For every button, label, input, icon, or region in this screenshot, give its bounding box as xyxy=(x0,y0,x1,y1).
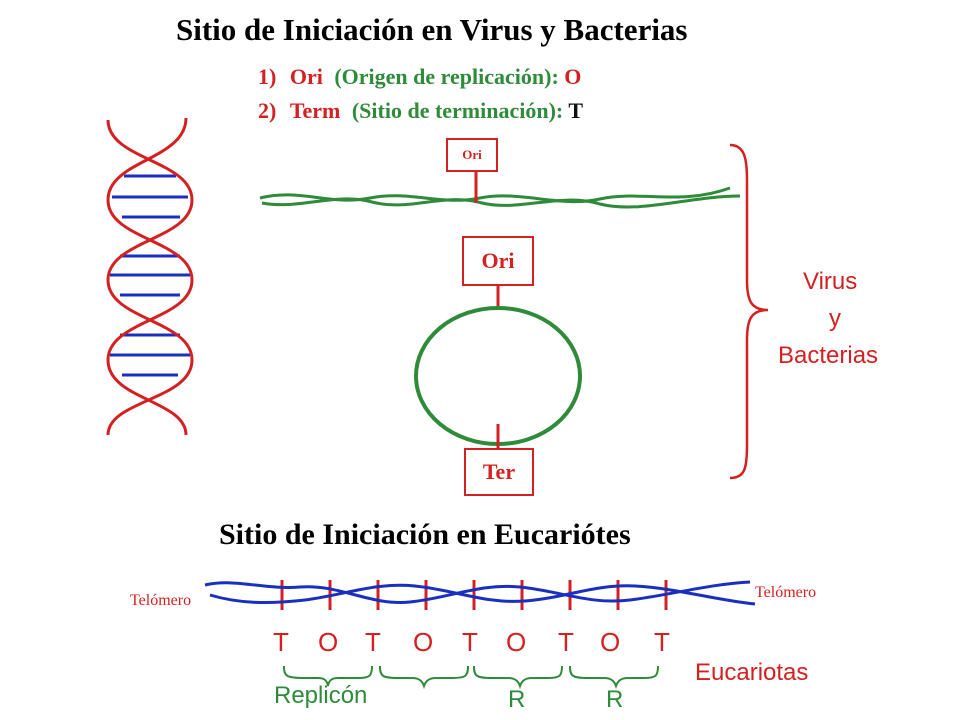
helix-base-pairs xyxy=(110,174,190,377)
list-num: 2) xyxy=(258,98,277,123)
site-label: O xyxy=(318,627,339,657)
list-item-term: 2) Term (Sitio de terminación): T xyxy=(258,100,583,122)
list-item-ori: 1) Ori (Origen de replicación): O xyxy=(258,66,581,88)
bracket-label-bacterias: Bacterias xyxy=(778,342,879,369)
bracket-label-y: y xyxy=(829,305,841,332)
linear-ori-box: Ori xyxy=(446,138,498,172)
title-eukaryote: Sitio de Iniciación en Eucariótes xyxy=(219,518,631,551)
circle-ori-box: Ori xyxy=(462,236,534,286)
circular-chromosome xyxy=(414,306,582,446)
bracket-label-virus: Virus xyxy=(803,268,858,295)
site-label: T xyxy=(365,627,381,657)
replicon-label-r1: R xyxy=(508,686,526,713)
virus-bacteria-brace xyxy=(729,143,769,480)
replicon-braces xyxy=(283,665,659,690)
eukaryote-label: Eucariotas xyxy=(695,659,809,686)
list-term: Term xyxy=(289,98,341,123)
helix-strand-b xyxy=(106,117,194,436)
list-abbr: O xyxy=(564,64,582,89)
site-label: O xyxy=(600,627,621,657)
list-num: 1) xyxy=(258,64,277,89)
circle-ter-box: Ter xyxy=(464,448,534,496)
list-desc: (Sitio de terminación): xyxy=(351,98,564,123)
site-label: T xyxy=(654,627,670,657)
circular-dna xyxy=(414,284,582,450)
replicon-label-r2: R xyxy=(606,686,624,713)
telomere-right-label: Telómero xyxy=(755,584,817,601)
list-abbr: T xyxy=(568,98,584,123)
list-term: Ori xyxy=(289,64,323,89)
site-label: T xyxy=(558,627,574,657)
dna-double-helix xyxy=(106,117,194,436)
site-label: O xyxy=(506,627,527,657)
site-label: O xyxy=(413,627,434,657)
replicon-label: Replicón xyxy=(274,682,368,709)
title-prokaryote: Sitio de Iniciación en Virus y Bacterias xyxy=(176,12,688,47)
list-desc: (Origen de replicación): xyxy=(334,64,559,89)
helix-strand-a xyxy=(106,119,194,436)
site-label: T xyxy=(273,627,289,657)
linear-dna xyxy=(259,172,741,209)
telomere-left-label: Telómero xyxy=(130,592,192,609)
site-label: T xyxy=(462,627,478,657)
eukaryote-chromosome xyxy=(204,580,756,610)
